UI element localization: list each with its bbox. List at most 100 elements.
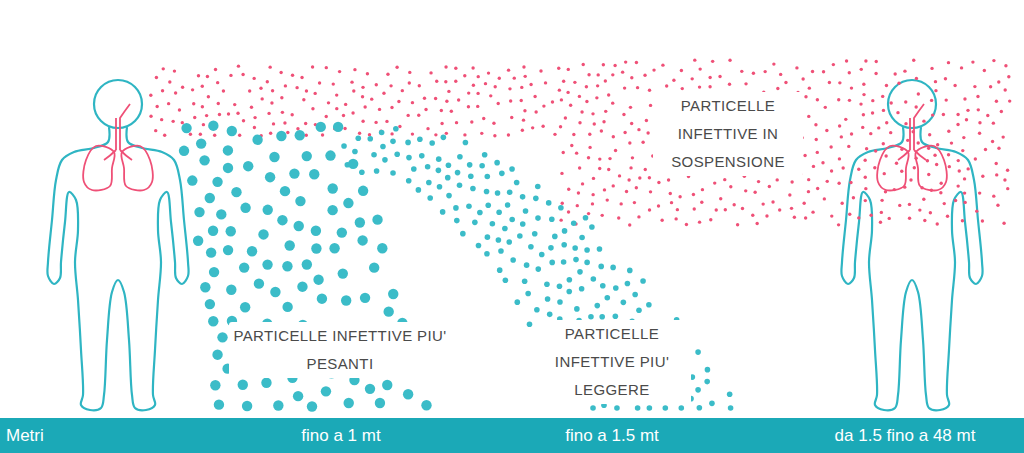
suspended-particle [591,202,594,205]
suspended-particle [670,201,673,204]
light-particle [548,245,554,251]
suspended-particle [578,95,581,98]
suspended-particle [602,120,605,123]
suspended-particle [838,157,841,160]
light-particle [460,231,466,237]
suspended-particle [557,67,560,70]
suspended-particle [241,73,244,76]
suspended-particle [816,187,819,190]
light-particle [573,257,579,263]
suspended-particle [693,207,696,210]
suspended-particle [984,148,987,151]
light-particle [514,180,520,186]
light-particle [380,144,386,150]
suspended-particle [996,204,999,207]
suspended-particle [566,91,569,94]
suspended-particle [708,85,711,88]
suspended-particle [882,109,885,112]
heavy-particle [341,295,351,305]
suspended-particle [592,177,595,180]
suspended-particle [648,208,651,211]
heavy-particle [343,198,353,208]
suspended-particle [898,204,901,207]
suspended-particle [784,81,787,84]
light-particle [484,251,490,257]
suspended-particle [692,193,695,196]
suspended-particle [909,178,912,181]
suspended-particle [531,126,534,129]
suspended-particle [674,217,677,220]
suspended-particle [740,70,743,73]
suspended-particle [956,184,959,187]
suspended-particle [995,173,998,176]
suspended-particle [763,70,766,73]
suspended-particle [1006,169,1009,172]
heavy-particle [277,215,287,225]
light-particle [390,170,396,176]
suspended-particle [193,116,196,119]
suspended-particle [865,147,868,150]
suspended-particle [709,218,712,221]
suspended-particle [629,106,632,109]
suspended-particle [960,66,963,69]
suspended-particle [587,156,590,159]
heavy-particle [240,302,250,312]
suspended-particle [378,108,381,111]
suspended-particle [408,71,411,74]
light-particle [446,193,452,199]
light-particle [507,189,513,195]
suspended-particle [900,148,903,151]
suspended-particle [300,76,303,79]
suspended-particle [386,73,389,76]
heavy-particle [226,226,236,236]
light-particle [441,135,447,141]
suspended-particle [698,85,701,88]
suspended-particle [875,60,878,63]
heavy-particle [258,229,268,239]
suspended-particle [342,114,345,117]
suspended-particle [606,198,609,201]
suspended-particle [344,103,347,106]
suspended-particle [268,65,271,68]
suspended-particle [385,120,388,123]
suspended-particle [206,75,209,78]
suspended-particle [869,214,872,217]
suspended-particle [338,70,341,73]
suspended-particle [368,133,371,136]
suspended-particle [411,132,414,135]
light-particle [549,260,555,266]
suspended-particle [957,159,960,162]
suspended-particle [908,217,911,220]
suspended-particle [864,176,867,179]
suspended-particle [934,89,937,92]
suspended-particle [965,118,968,121]
suspended-particle [284,84,287,87]
light-particle [416,187,422,193]
light-particle [579,235,585,241]
light-particle [561,242,567,248]
suspended-particle [920,186,923,189]
suspended-particle [861,126,864,129]
suspended-particle [253,126,256,129]
suspended-particle [567,187,570,190]
suspended-particle [567,68,570,71]
suspended-particle [837,98,840,101]
suspended-particle [444,80,447,83]
lung [915,146,947,191]
suspended-particle [903,69,906,72]
suspended-particle [267,112,270,115]
suspended-particle [1002,222,1005,225]
suspended-particle [366,72,369,75]
suspended-particle [942,113,945,116]
light-particle [446,162,452,168]
suspended-particle [864,199,867,202]
suspended-particle [266,80,269,83]
suspended-particle [838,81,841,84]
suspended-particle [832,63,835,66]
suspended-particle [962,136,965,139]
suspended-particle [946,215,949,218]
light-particle [522,278,528,284]
suspended-particle [635,186,638,189]
suspended-particle [455,121,458,124]
suspended-particle [936,222,939,225]
